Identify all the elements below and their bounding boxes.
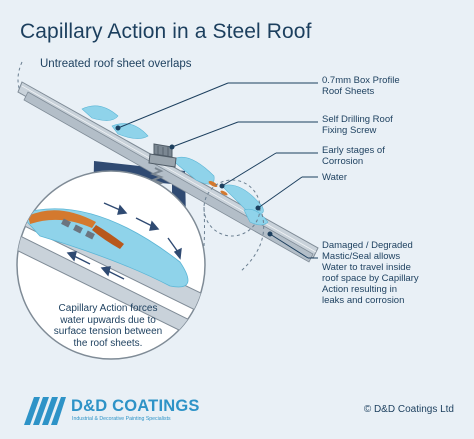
water-pools <box>81 105 269 226</box>
label-screw: Self Drilling Roof Fixing Screw <box>322 114 393 136</box>
brand-tagline: Industrial & Decorative Painting Special… <box>72 416 171 422</box>
zoom-caption: Capillary Action forces water upwards du… <box>53 303 163 349</box>
fixing-screw <box>148 143 177 193</box>
copyright-notice: © D&D Coatings Ltd <box>363 404 454 415</box>
brand-stripes-icon <box>24 397 66 425</box>
flow-arrows <box>66 202 182 280</box>
dashed-guide-zoom <box>203 206 205 247</box>
label-damaged-seal: Damaged / Degraded Mastic/Seal allows Wa… <box>322 240 419 306</box>
brand-name: D&D COATINGS <box>71 397 200 415</box>
brand-logo[interactable]: D&D COATINGS Industrial & Decorative Pai… <box>24 397 204 427</box>
zoom-circle <box>16 170 206 360</box>
label-water: Water <box>322 172 347 183</box>
page-title: Capillary Action in a Steel Roof <box>20 20 312 43</box>
rust-spots <box>208 180 228 196</box>
label-corrosion: Early stages of Corrosion <box>322 145 385 167</box>
page-subtitle: Untreated roof sheet overlaps <box>40 58 192 70</box>
leader-lines <box>115 82 318 259</box>
dashed-guide-right <box>239 213 265 273</box>
label-box-profile: 0.7mm Box Profile Roof Sheets <box>322 75 400 97</box>
